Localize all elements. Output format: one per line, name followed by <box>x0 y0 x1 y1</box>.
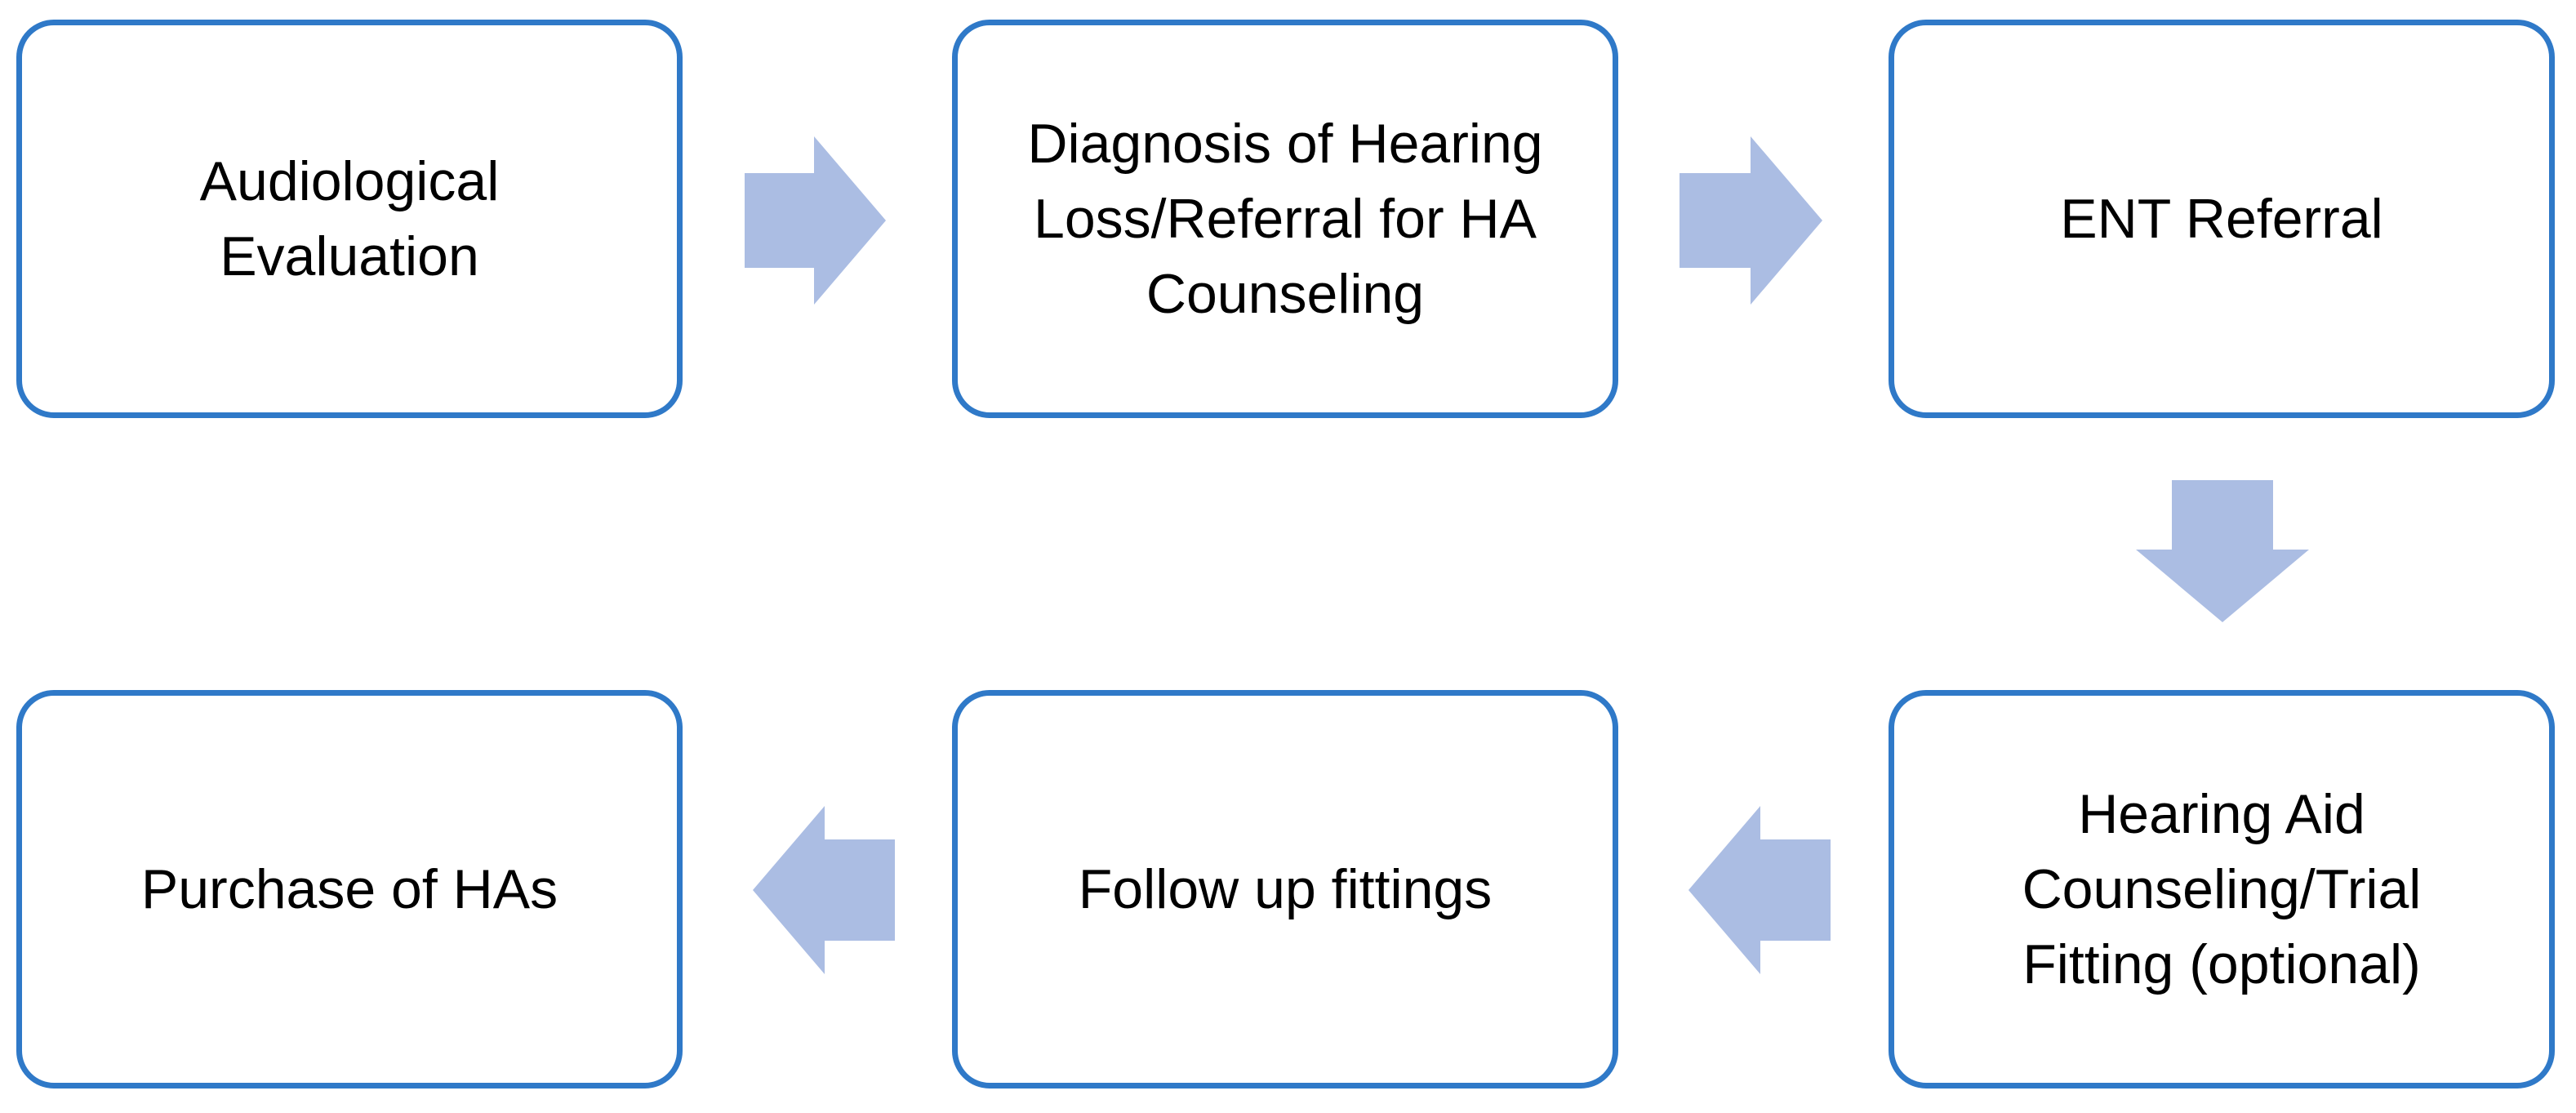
step-box-ent-referral: ENT Referral <box>1889 20 2555 418</box>
step-box-diagnosis: Diagnosis of Hearing Loss/Referral for H… <box>952 20 1618 418</box>
step-box-follow-up-fittings: Follow up fittings <box>952 690 1618 1089</box>
step-box-purchase: Purchase of HAs <box>16 690 683 1089</box>
arrow-left-2 <box>753 806 895 974</box>
arrow-down <box>2136 480 2309 622</box>
step-label: Diagnosis of Hearing Loss/Referral for H… <box>1027 113 1543 325</box>
step-box-audiological-evaluation: Audiological Evaluation <box>16 20 683 418</box>
arrow-right-1 <box>745 136 886 305</box>
step-label: Purchase of HAs <box>140 858 558 920</box>
step-box-hearing-aid-counseling: Hearing Aid Counseling/Trial Fitting (op… <box>1889 690 2555 1089</box>
step-label: ENT Referral <box>2060 188 2383 250</box>
arrow-left-1 <box>1688 806 1831 974</box>
step-label: Audiological Evaluation <box>199 150 500 287</box>
step-label: Hearing Aid Counseling/Trial Fitting (op… <box>2022 783 2422 995</box>
arrow-right-2 <box>1680 136 1822 305</box>
step-label: Follow up fittings <box>1078 858 1493 920</box>
